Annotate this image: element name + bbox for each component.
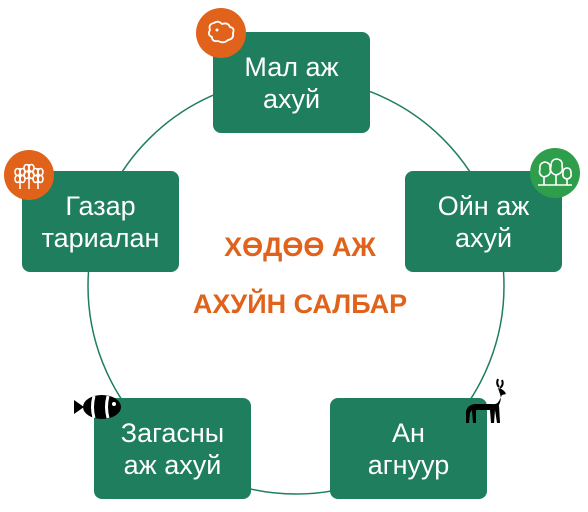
node-fishing: Загасны аж ахуй: [94, 398, 251, 499]
node-livestock: Мал аж ахуй: [213, 32, 370, 133]
node-forestry-line1: Ойн аж: [437, 190, 530, 221]
node-forestry-line2: ахуй: [454, 222, 513, 253]
node-farming: Газар тариалан: [22, 171, 179, 272]
node-farming-line2: тариалан: [41, 222, 160, 253]
node-livestock-line1: Мал аж: [244, 51, 339, 82]
node-livestock-line2: ахуй: [262, 83, 321, 114]
trees-icon: [530, 148, 580, 198]
deer-icon: [466, 378, 506, 423]
node-hunting-line1: Ан: [392, 417, 425, 448]
node-fishing-line1: Загасны: [120, 417, 225, 448]
node-hunting: Ан агнуур: [330, 398, 487, 499]
node-hunting-line2: агнуур: [367, 449, 450, 480]
wheat-icon: [4, 150, 54, 200]
center-title-line2: АХУЙН САЛБАР: [192, 289, 408, 319]
clownfish-icon: [74, 395, 121, 419]
node-fishing-line2: аж ахуй: [123, 449, 222, 480]
sheep-head-icon: [196, 8, 246, 58]
node-farming-line1: Газар: [65, 190, 136, 221]
center-title-line1: ХӨДӨӨ АЖ: [224, 232, 376, 262]
